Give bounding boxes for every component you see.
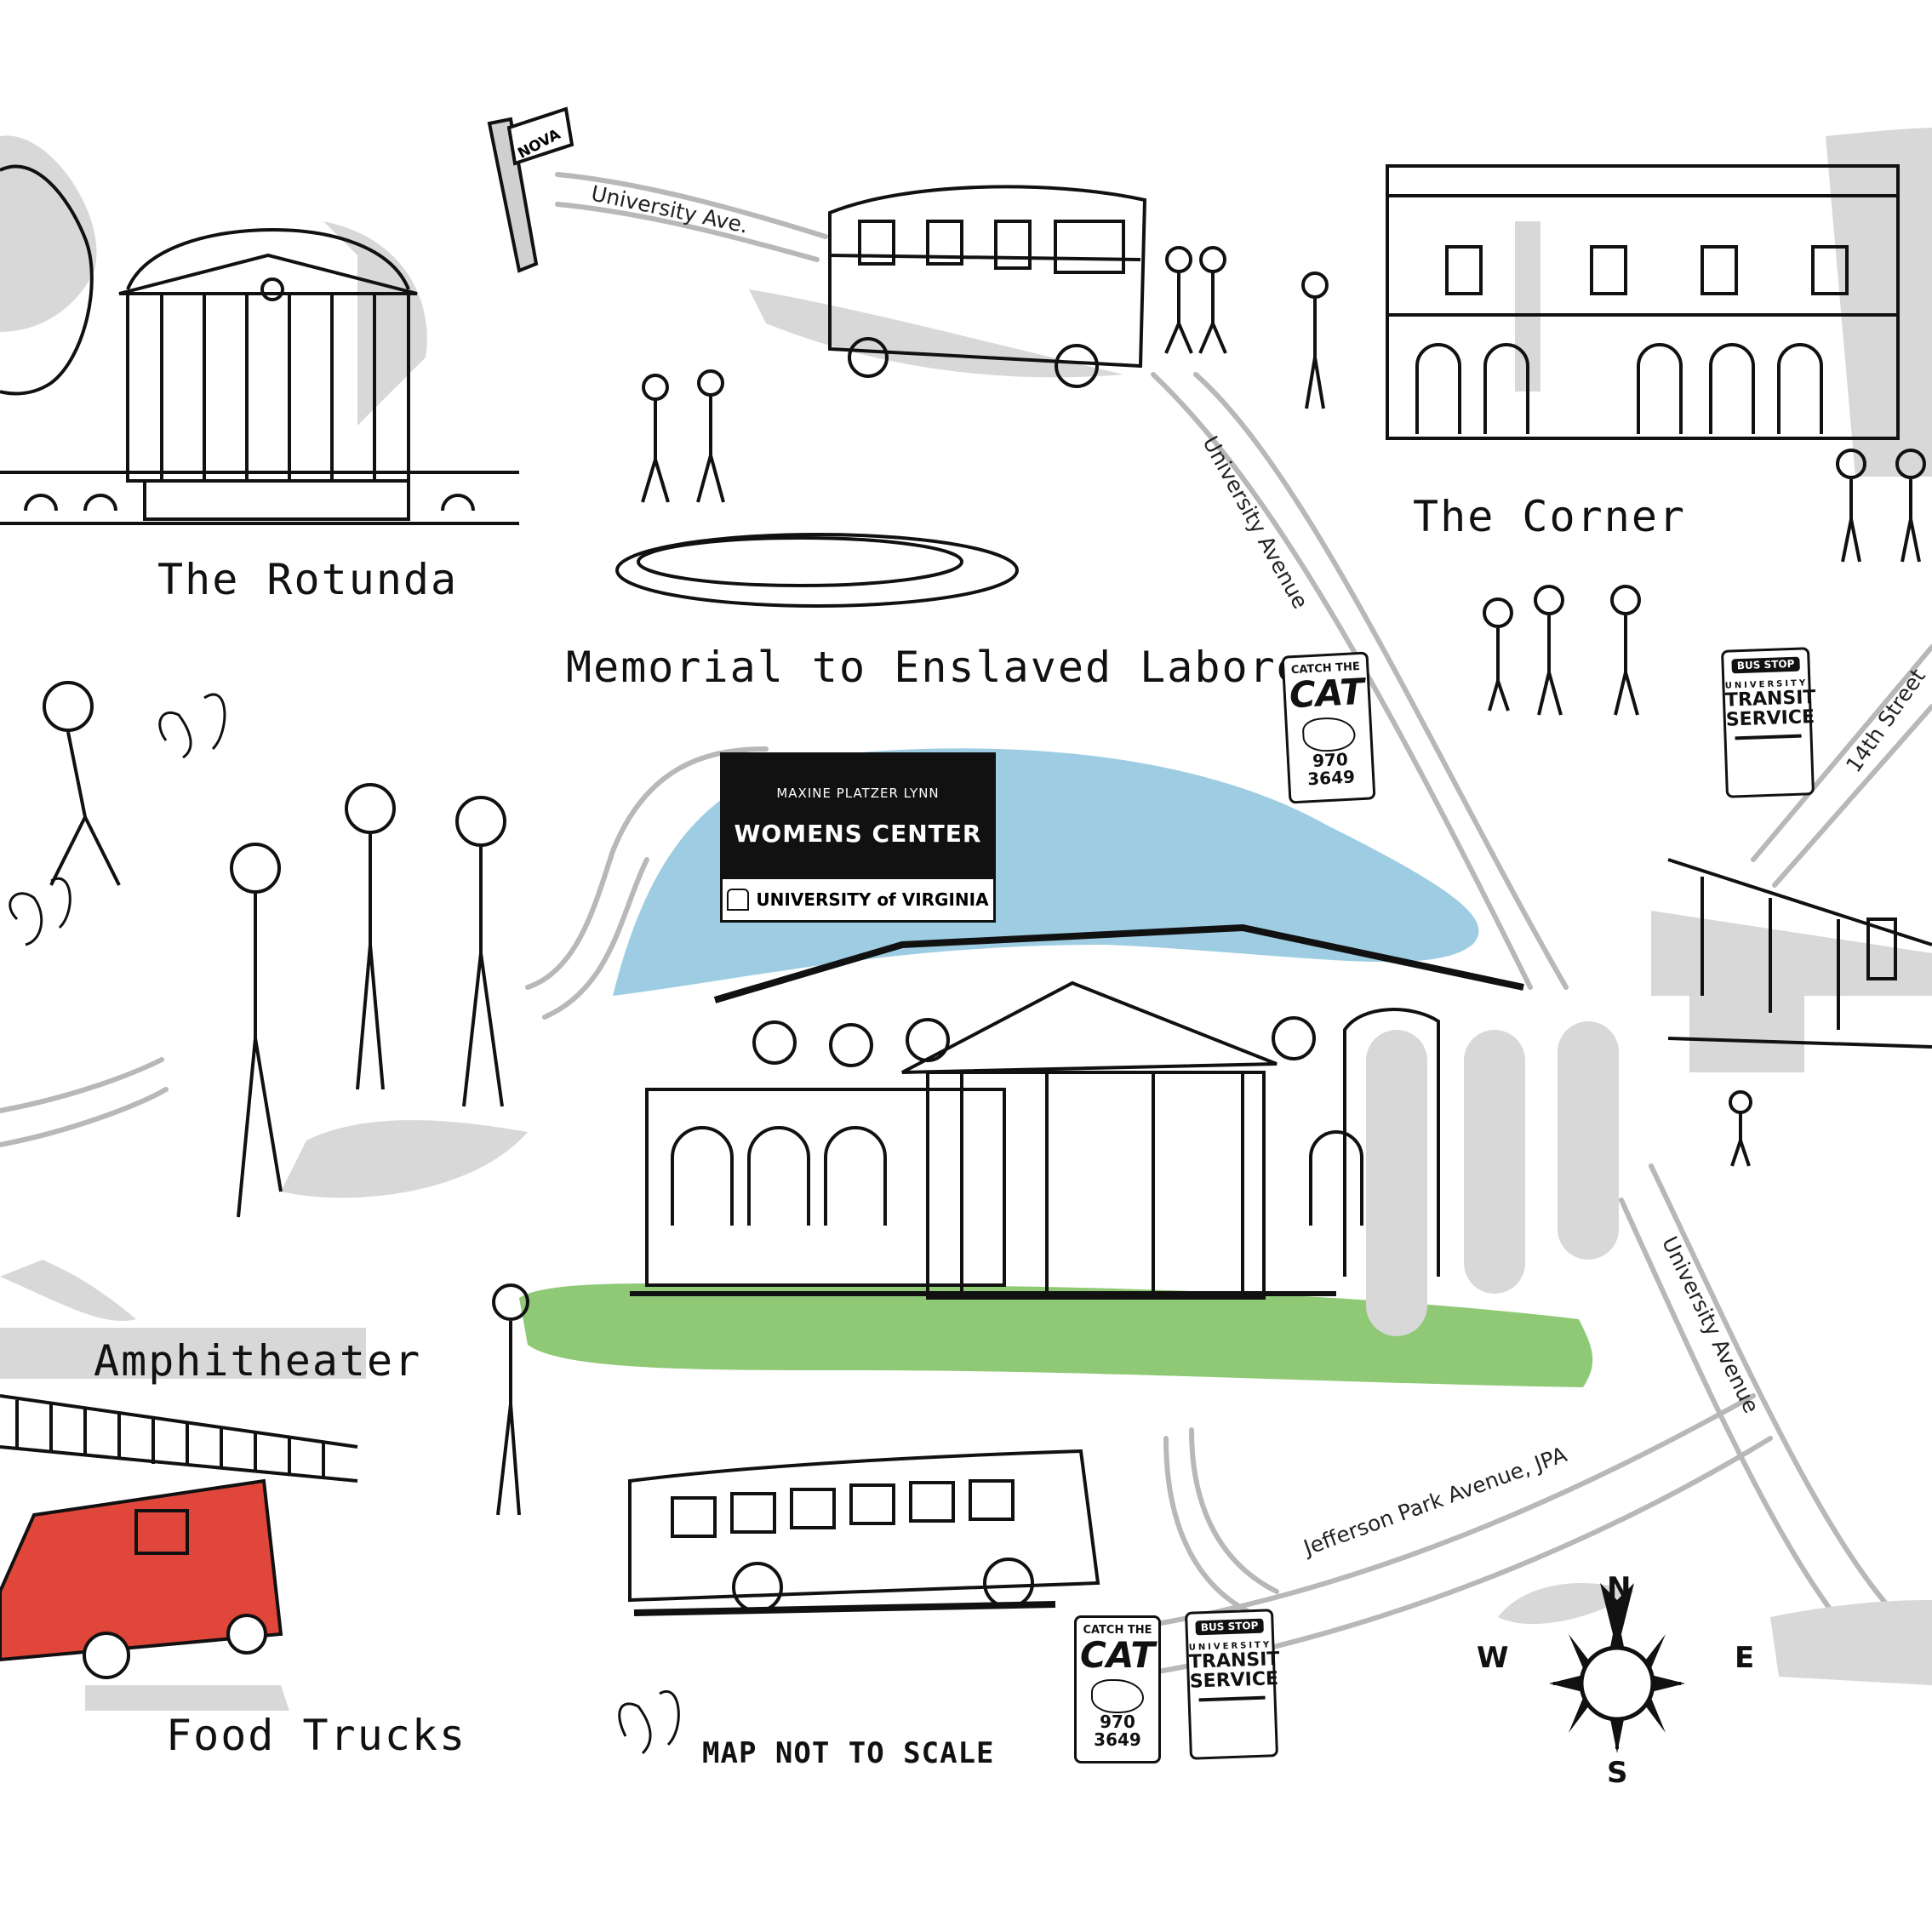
compass-west: W xyxy=(1477,1641,1509,1675)
road-university-ave-top xyxy=(555,172,828,239)
womens-center-building xyxy=(630,923,1619,1336)
compass-south: S xyxy=(1607,1756,1628,1790)
road-university-avenue-mid xyxy=(1151,372,1533,990)
bus-stop-sign-south: BUS STOP UNIVERSITY TRANSIT SERVICE xyxy=(1184,1609,1280,1760)
squirrels xyxy=(9,693,680,1755)
road-14th-street-edge xyxy=(1772,704,1932,888)
memorial-ring xyxy=(615,533,1019,608)
university-name: UNIVERSITY of VIRGINIA xyxy=(756,889,989,910)
label-rotunda: The Rotunda xyxy=(157,555,459,604)
lawn xyxy=(519,1283,1593,1387)
bus-stop-line3: SERVICE xyxy=(1189,1668,1279,1693)
pedestrians xyxy=(43,246,1926,1516)
road-university-ave-top-edge xyxy=(555,202,820,262)
bus-stop-badge: BUS STOP xyxy=(1195,1618,1264,1636)
womens-center-subtitle: MAXINE PLATZER LYNN xyxy=(776,786,940,801)
compass-north: N xyxy=(1607,1571,1632,1605)
cat-sign-phone: 970 3649 xyxy=(1094,1712,1141,1750)
cat-sign-north: CATCH THE CAT 970 3649 xyxy=(1281,651,1376,804)
road-curve-south xyxy=(1189,1427,1279,1594)
rotunda-logo-icon xyxy=(727,889,750,911)
cat-sign-line1: CATCH THE xyxy=(1083,1624,1152,1637)
bus xyxy=(628,1449,1100,1616)
road-university-avenue-lower-edge xyxy=(1619,1197,1875,1662)
bus-stop-divider xyxy=(1735,734,1802,740)
bus-stop-line3: SERVICE xyxy=(1725,706,1815,731)
label-food-trucks: Food Trucks xyxy=(166,1711,467,1760)
road-14th-street xyxy=(1751,644,1932,862)
road-curve-west xyxy=(525,746,769,990)
nova-signpost xyxy=(487,106,574,273)
cat-sign-phone: 970 3649 xyxy=(1306,748,1356,790)
balustrade xyxy=(0,1394,358,1483)
road-curve-south-edge xyxy=(1163,1436,1262,1620)
cat-sign-south: CATCH THE CAT 970 3649 xyxy=(1074,1615,1161,1763)
bus-stop-sign-north: BUS STOP UNIVERSITY TRANSIT SERVICE xyxy=(1720,647,1816,798)
compass-rose xyxy=(1549,1583,1685,1753)
food-truck xyxy=(0,1478,283,1679)
road-left-arc-edge xyxy=(0,1057,164,1113)
label-amphitheater: Amphitheater xyxy=(94,1336,422,1386)
right-shelter xyxy=(1667,858,1932,1049)
roads xyxy=(0,172,1932,1683)
bus-stop-badge: BUS STOP xyxy=(1731,656,1800,674)
university-wordmark: UNIVERSITY of VIRGINIA xyxy=(723,879,993,920)
cat-mascot-icon xyxy=(1301,716,1357,753)
womens-center-sign: MAXINE PLATZER LYNN WOMENS CENTER UNIVER… xyxy=(720,752,996,923)
road-curve-west-edge xyxy=(542,857,649,1020)
womens-center-sign-header: MAXINE PLATZER LYNN WOMENS CENTER xyxy=(723,755,993,879)
map-scale-note: MAP NOT TO SCALE xyxy=(702,1736,995,1770)
bus-stop-divider xyxy=(1198,1695,1266,1702)
corner-building xyxy=(1386,164,1900,440)
rotunda-building xyxy=(0,164,519,525)
cat-sign-line2: CAT xyxy=(1080,1633,1155,1676)
compass-east: E xyxy=(1735,1641,1755,1675)
cat-sign-line2: CAT xyxy=(1288,670,1366,716)
womens-center-title: WOMENS CENTER xyxy=(734,820,982,848)
road-left-arc xyxy=(0,1087,169,1147)
trolley xyxy=(828,185,1147,388)
label-memorial: Memorial to Enslaved Laborers xyxy=(566,643,1358,692)
road-university-avenue-lower xyxy=(1649,1163,1918,1637)
shadows xyxy=(0,128,1932,1711)
label-corner: The Corner xyxy=(1413,492,1687,541)
road-university-avenue-mid-edge xyxy=(1193,372,1569,990)
cat-mascot-icon xyxy=(1091,1678,1144,1713)
